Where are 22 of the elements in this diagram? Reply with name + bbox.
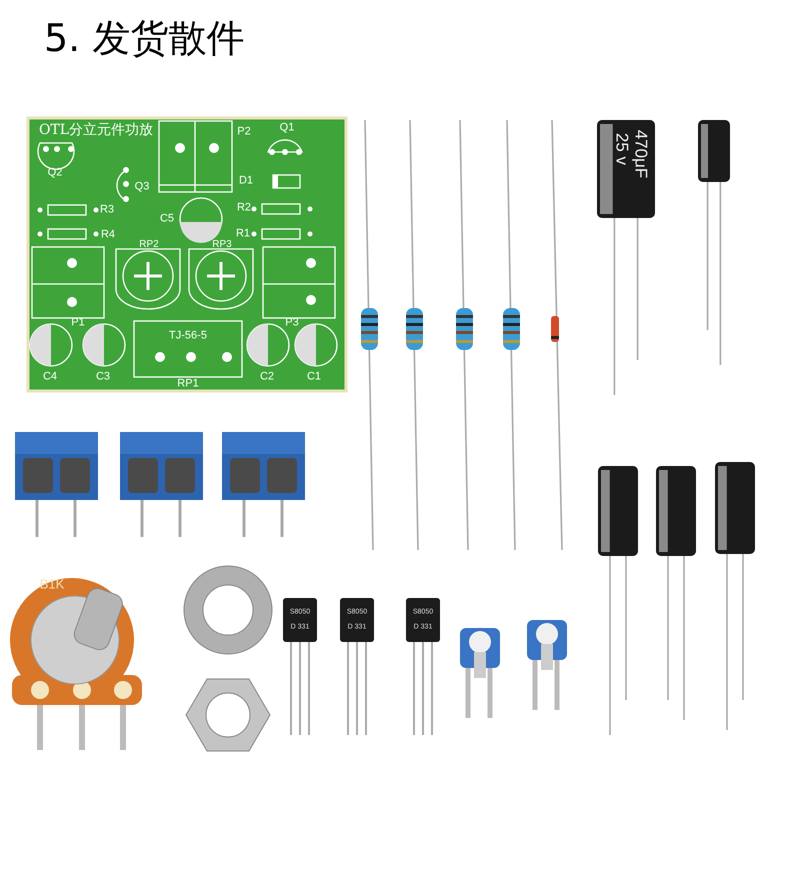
part-label: R1 — [236, 228, 250, 240]
part-label: Q3 — [134, 182, 150, 192]
part-label: P2 — [237, 126, 251, 138]
part-label: C5 — [160, 214, 174, 224]
part-label: C2 — [260, 372, 274, 382]
part-label: TJ-56-5 — [169, 330, 207, 342]
capacitor-marking: 470μF — [632, 130, 650, 178]
part-label: C1 — [306, 372, 322, 382]
part-label: C3 — [96, 372, 110, 382]
part-label: R3 — [100, 204, 114, 216]
part-label: R4 — [100, 230, 116, 240]
part-label: D1 — [238, 176, 254, 186]
board-title: OTL分立元件功放 — [38, 123, 154, 137]
part-label: R2 — [236, 202, 252, 214]
part-label: RP1 — [177, 378, 199, 390]
title: 5. 发货散件 — [44, 18, 244, 60]
part-label: RP2 — [139, 240, 159, 250]
capacitor-marking: 25 v — [614, 132, 630, 166]
part-label: RP3 — [212, 240, 232, 250]
potentiometer-marking: B1K — [40, 578, 64, 590]
part-label: C4 — [42, 372, 58, 382]
part-label: Q1 — [280, 122, 294, 134]
